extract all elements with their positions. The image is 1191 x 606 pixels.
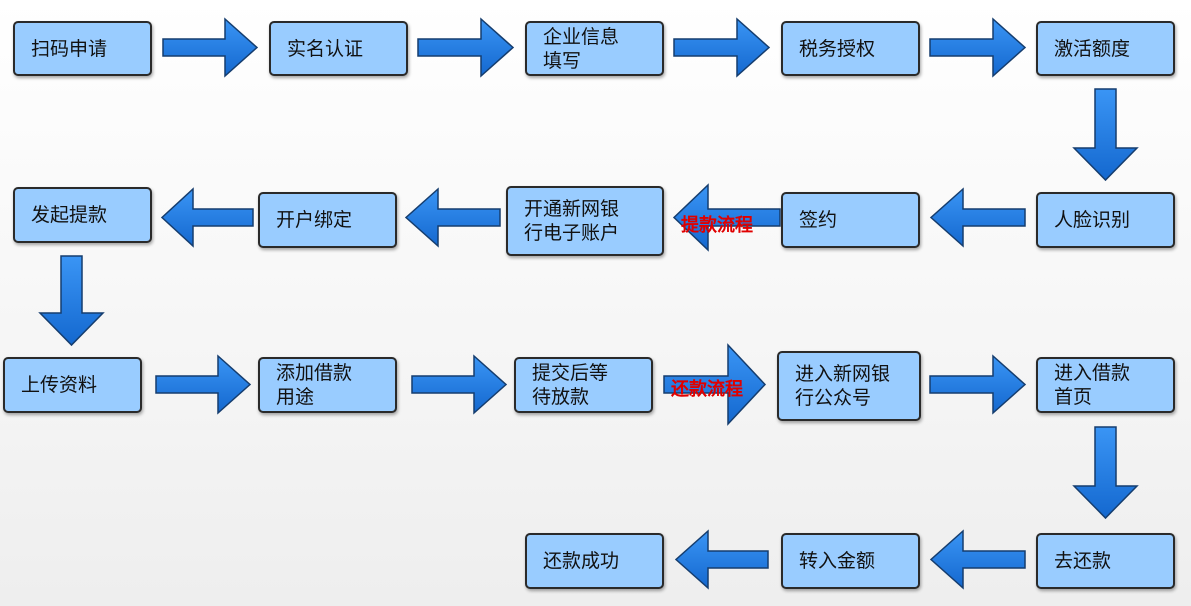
step-submit-wait: 提交后等 待放款 — [514, 357, 653, 413]
arrow-down-2 — [38, 255, 105, 347]
arrow-right-2 — [417, 17, 515, 78]
arrow-down-1 — [1072, 88, 1139, 182]
step-go-repay: 去还款 — [1036, 533, 1175, 589]
step-scan-apply-text: 扫码申请 — [31, 37, 108, 60]
arrow-right-3 — [673, 17, 771, 78]
arrow-left-2 — [672, 183, 781, 252]
step-sign: 签约 — [781, 192, 920, 248]
step-loan-home-text: 进入借款 首页 — [1054, 362, 1131, 408]
arrow-right-7 — [663, 343, 767, 426]
withdraw-flow-label: 提款流程 — [681, 215, 753, 236]
step-upload-docs-text: 上传资料 — [21, 374, 98, 396]
arrow-left-6 — [674, 529, 769, 590]
step-tax-auth: 税务授权 — [781, 21, 920, 76]
step-company-info-text: 企业信息 填写 — [543, 25, 620, 72]
step-go-repay-text: 去还款 — [1054, 550, 1112, 572]
step-tax-auth-text: 税务授权 — [799, 37, 876, 60]
arrow-right-6 — [411, 354, 508, 415]
step-company-info: 企业信息 填写 — [525, 21, 664, 76]
step-activate-quota-text: 激活额度 — [1054, 37, 1131, 60]
step-face-recognition: 人脸识别 — [1036, 192, 1175, 248]
step-upload-docs: 上传资料 — [3, 357, 142, 413]
step-bind-account-text: 开户绑定 — [276, 209, 353, 231]
step-transfer-amount: 转入金额 — [781, 533, 920, 589]
step-initiate-withdraw: 发起提款 — [13, 187, 152, 243]
step-enter-official-text: 进入新网银 行公众号 — [795, 363, 891, 409]
step-real-name: 实名认证 — [269, 21, 408, 76]
arrow-right-1 — [162, 17, 259, 78]
arrow-left-1 — [929, 187, 1026, 248]
arrow-right-4 — [929, 17, 1027, 78]
arrow-down-3 — [1072, 426, 1139, 520]
step-face-recognition-text: 人脸识别 — [1054, 209, 1131, 231]
step-bind-account: 开户绑定 — [258, 192, 397, 248]
arrow-right-8 — [929, 354, 1027, 415]
repay-flow-label: 还款流程 — [671, 379, 743, 400]
arrow-left-5 — [929, 529, 1026, 590]
step-open-account-text: 开通新网银 行电子账户 — [524, 198, 620, 244]
step-activate-quota: 激活额度 — [1036, 21, 1175, 76]
step-transfer-amount-text: 转入金额 — [799, 550, 876, 572]
step-repay-success: 还款成功 — [525, 533, 664, 589]
step-add-purpose-text: 添加借款 用途 — [276, 362, 353, 408]
step-loan-home: 进入借款 首页 — [1036, 357, 1175, 413]
step-submit-wait-text: 提交后等 待放款 — [532, 362, 609, 408]
step-real-name-text: 实名认证 — [287, 37, 364, 60]
step-scan-apply: 扫码申请 — [13, 21, 152, 76]
arrow-left-3 — [404, 187, 501, 248]
step-repay-success-text: 还款成功 — [543, 550, 620, 572]
step-initiate-withdraw-text: 发起提款 — [31, 204, 108, 226]
step-add-purpose: 添加借款 用途 — [258, 357, 397, 413]
arrow-left-4 — [160, 187, 254, 248]
step-open-account: 开通新网银 行电子账户 — [506, 186, 664, 256]
step-enter-official: 进入新网银 行公众号 — [777, 351, 921, 421]
step-sign-text: 签约 — [799, 209, 838, 231]
arrow-right-5 — [155, 354, 252, 415]
